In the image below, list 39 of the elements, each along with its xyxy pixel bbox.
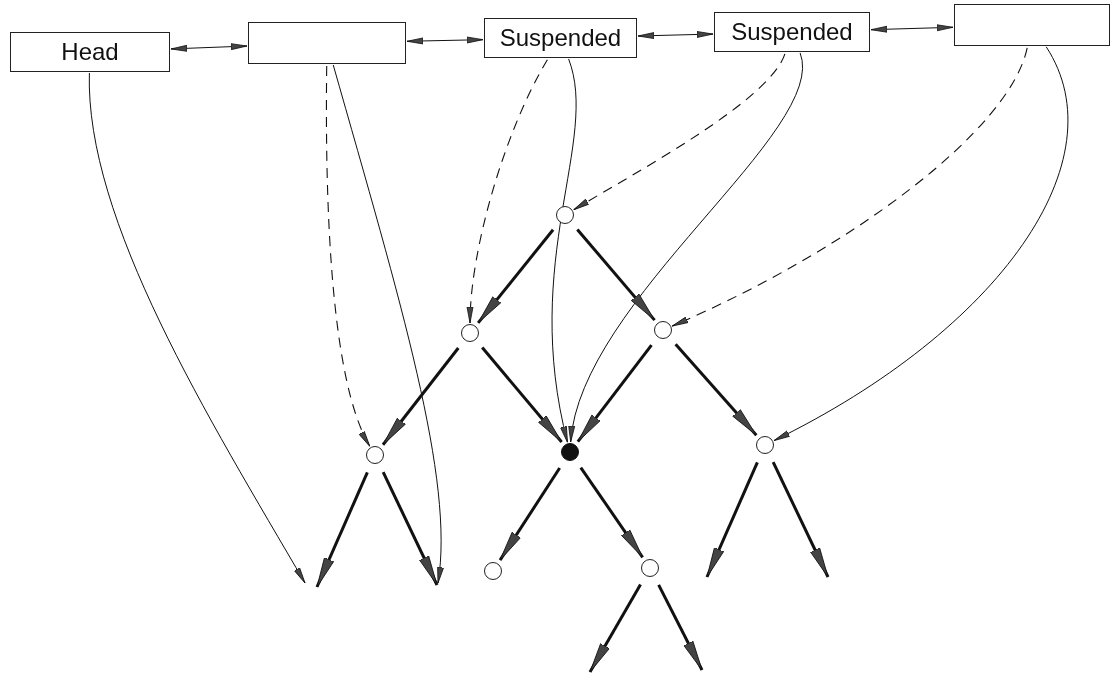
arrow <box>579 466 644 559</box>
node-label: Suspended <box>499 24 622 52</box>
tree-node-circle <box>654 321 672 339</box>
arrow <box>477 228 555 324</box>
arrow <box>315 471 369 588</box>
dashed-arrow <box>325 65 371 447</box>
arrow <box>381 471 439 586</box>
list-node-box <box>714 12 870 52</box>
arrow <box>771 461 830 578</box>
arrow <box>498 467 561 561</box>
dashed-arrow <box>573 53 786 211</box>
list-node-box <box>10 32 170 72</box>
arrow <box>481 346 563 443</box>
arrow <box>551 58 577 443</box>
tree-node-circle <box>756 436 774 454</box>
arrow <box>88 72 306 584</box>
arrow <box>170 43 248 52</box>
node-label: Suspended <box>731 18 853 46</box>
arrow <box>674 343 758 437</box>
arrow <box>705 461 759 578</box>
node-label: Head <box>61 38 119 66</box>
list-node-box <box>484 18 637 58</box>
empty-list-node-box <box>248 22 406 64</box>
filled-tree-node-circle <box>561 443 579 461</box>
arrow <box>576 228 656 322</box>
arrow <box>381 347 460 446</box>
arrow <box>576 344 653 443</box>
arrow <box>588 583 642 673</box>
tree-node-circle <box>461 324 479 342</box>
dashed-arrow <box>467 59 548 324</box>
arrow <box>657 584 704 671</box>
dashed-arrow <box>671 47 1028 327</box>
empty-list-node-box <box>954 4 1110 46</box>
arrow <box>870 24 954 33</box>
tree-node-circle <box>366 446 384 464</box>
tree-node-circle <box>484 562 502 580</box>
tree-node-circle <box>641 559 659 577</box>
tree-node-circle <box>556 206 574 224</box>
arrow <box>637 31 714 39</box>
